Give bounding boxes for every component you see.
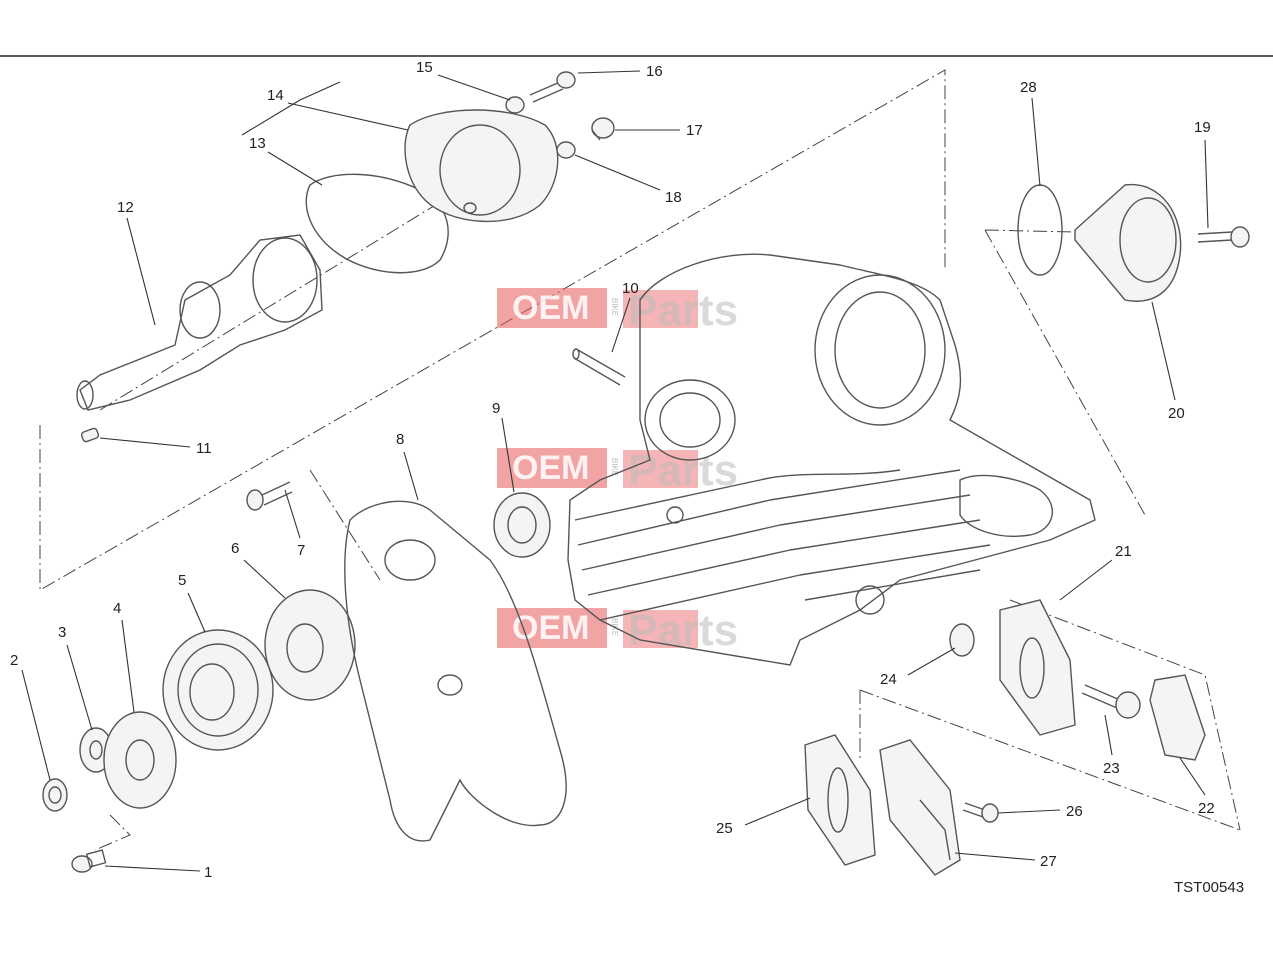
callout-labels: 1 2 3 4 5 6 7 8 9 10 11 12 13 14 15 16 1…: [10, 59, 1215, 881]
part-25-gasket: [804, 734, 876, 866]
part-11-key: [80, 427, 100, 443]
part-16-screw: [529, 71, 576, 103]
cylinder-head: [567, 253, 1096, 666]
callout-8: 8: [396, 431, 404, 448]
callout-10: 10: [622, 280, 639, 297]
callout-11: 11: [196, 440, 212, 457]
part-19-bolt: [1197, 226, 1250, 248]
callout-21: 21: [1115, 543, 1132, 560]
part-18-washer: [556, 141, 576, 159]
part-22-plate: [1149, 674, 1206, 761]
diagram-reference-code: TST00543: [1174, 879, 1244, 896]
callout-20: 20: [1168, 405, 1185, 422]
callout-19: 19: [1194, 119, 1211, 136]
callout-28: 28: [1020, 79, 1037, 96]
callout-3: 3: [58, 624, 66, 641]
part-13-gasket: [305, 173, 449, 274]
watermark-brand-small: BIKE: [610, 298, 619, 316]
callout-27: 27: [1040, 853, 1057, 870]
callout-15: 15: [416, 59, 433, 76]
assembly-boundaries: [39, 69, 1241, 851]
part-9-oil-seal: [493, 492, 551, 558]
part-14-cover: [404, 109, 559, 223]
callout-1: 1: [204, 864, 212, 881]
part-7-screw: [246, 481, 293, 511]
watermark-row-2: OEM BIKE Parts: [497, 446, 738, 495]
callout-4: 4: [113, 600, 121, 617]
part-27-cover: [879, 739, 961, 876]
part-12-camshaft: [76, 234, 323, 411]
part-17-bolt: [591, 117, 615, 141]
callout-26: 26: [1066, 803, 1083, 820]
callout-23: 23: [1103, 760, 1120, 777]
callout-6: 6: [231, 540, 239, 557]
watermark-brand-left: OEM: [512, 449, 589, 487]
part-5-toothed-pulley: [162, 629, 274, 751]
watermark-row-3: OEM BIKE Parts: [497, 606, 738, 655]
callout-5: 5: [178, 572, 186, 589]
callout-17: 17: [686, 122, 703, 139]
callout-13: 13: [249, 135, 266, 152]
callout-9: 9: [492, 400, 500, 417]
callout-7: 7: [297, 542, 305, 559]
part-20-cap: [1074, 183, 1182, 302]
part-4-plate: [103, 711, 177, 809]
part-26-screw: [962, 802, 999, 823]
callout-12: 12: [117, 199, 134, 216]
callout-24: 24: [880, 671, 897, 688]
callout-25: 25: [716, 820, 733, 837]
part-2-nut: [42, 778, 68, 812]
watermark-brand-left: OEM: [512, 289, 589, 327]
watermark: OEM BIKE Parts OEM BIKE Parts OEM BIKE P…: [497, 286, 738, 655]
watermark-brand-left: OEM: [512, 609, 589, 647]
callout-14: 14: [267, 87, 284, 104]
callout-18: 18: [665, 189, 682, 206]
callout-2: 2: [10, 652, 18, 669]
watermark-brand-small: BIKE: [610, 458, 619, 476]
part-21-cover: [999, 599, 1076, 736]
part-10-stud: [572, 348, 626, 386]
watermark-row-1: OEM BIKE Parts: [497, 286, 738, 335]
callout-22: 22: [1198, 800, 1215, 817]
part-23-bolt: [1081, 684, 1141, 719]
callout-16: 16: [646, 63, 663, 80]
part-1-bolt: [71, 849, 107, 873]
watermark-brand-right: Parts: [628, 446, 738, 495]
part-28-o-ring: [1017, 184, 1063, 276]
part-6-flange: [264, 589, 356, 701]
watermark-brand-right: Parts: [628, 286, 738, 335]
part-15-washer: [505, 96, 525, 114]
part-8-belt-cover: [344, 500, 567, 842]
leader-lines: [21, 70, 1209, 872]
part-24-washer: [949, 623, 975, 657]
